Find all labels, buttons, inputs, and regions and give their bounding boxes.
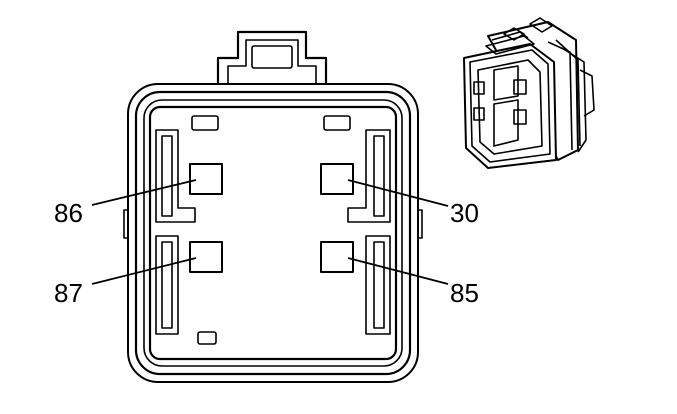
terminal-label-30: 30 [450,198,479,228]
terminal-86-cavity [189,163,223,195]
leader-lines [91,179,449,285]
terminal-label-85: 85 [450,278,479,308]
connector-isometric-view [463,17,595,169]
housing-rim [134,90,412,376]
key-slot-right [323,115,351,131]
leader-30 [347,179,449,207]
terminal-label-86: 86 [54,198,83,228]
leader-86 [91,179,197,206]
terminal-30-cavity [320,163,354,195]
leader-87 [91,257,197,285]
leader-85 [347,257,449,285]
terminal-rail-left [155,129,196,335]
terminal-rail-right [347,129,391,335]
terminal-87-cavity [189,241,223,273]
key-slot-bottom [197,331,217,345]
housing-outer [127,83,419,383]
connector-face-view [123,30,423,383]
key-slot-left [191,115,219,131]
terminal-label-87: 87 [54,278,83,308]
terminal-85-cavity [320,241,354,273]
housing-cavity [148,105,398,361]
locking-tab [216,30,328,95]
housing-inner-rim [143,99,403,367]
